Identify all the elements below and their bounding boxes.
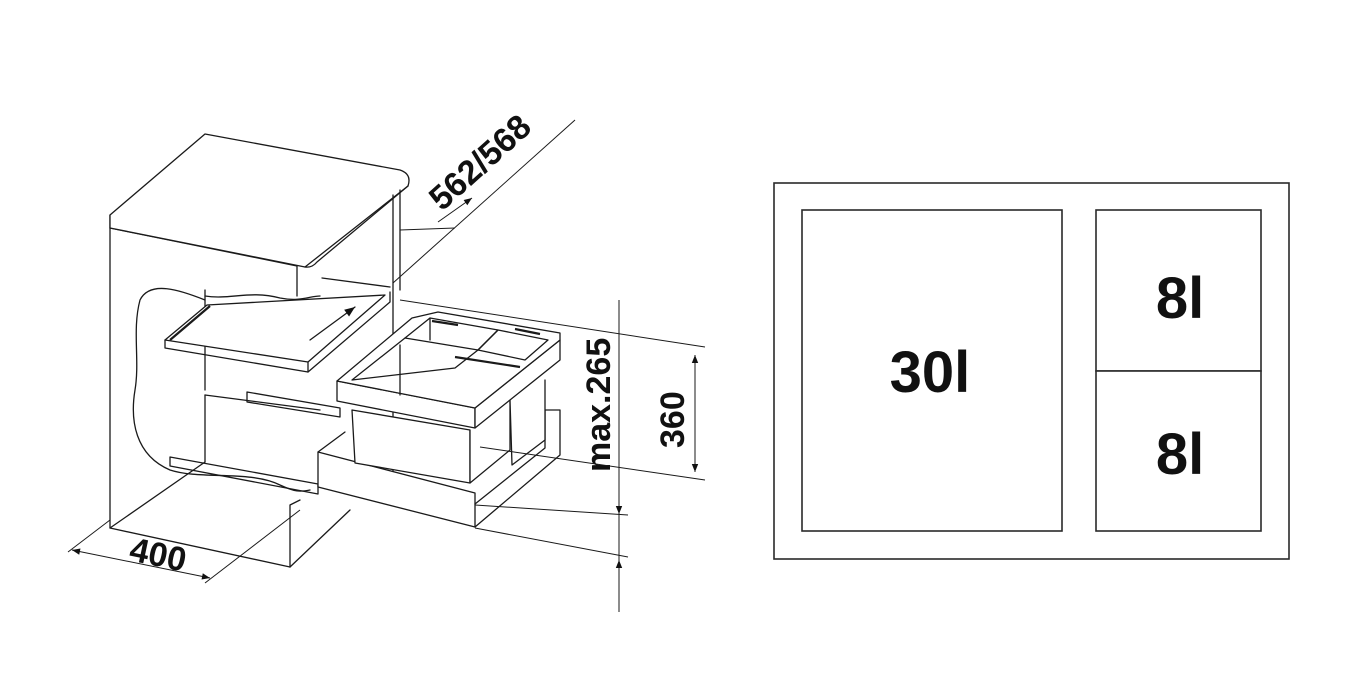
dimension-max-height: max.265: [474, 300, 629, 612]
dimension-height: 360: [399, 299, 706, 481]
compartment-small-top: [1095, 209, 1262, 372]
cabinet-isometric-drawing: 562/568 400 max.265 360: [67, 107, 706, 612]
bin-frame: [317, 311, 561, 528]
dimension-label-max-height: max.265: [580, 338, 618, 472]
drawer-rails: [169, 391, 341, 495]
dimension-label-height: 360: [654, 391, 692, 448]
compartment-small-bottom: [1095, 370, 1262, 532]
compartment-label-bottom: 8l: [1156, 422, 1204, 487]
dimension-depth: 562/568: [392, 107, 576, 284]
outer-frame: [773, 182, 1290, 560]
pull-out-shelf: [164, 277, 391, 373]
dimension-label-width: 400: [126, 531, 189, 580]
compartment-label-top: 8l: [1156, 266, 1204, 331]
dimension-width: 400: [67, 509, 301, 584]
compartment-label-large: 30l: [890, 340, 971, 405]
compartment-large: [801, 209, 1063, 532]
dimension-label-depth: 562/568: [422, 107, 539, 217]
